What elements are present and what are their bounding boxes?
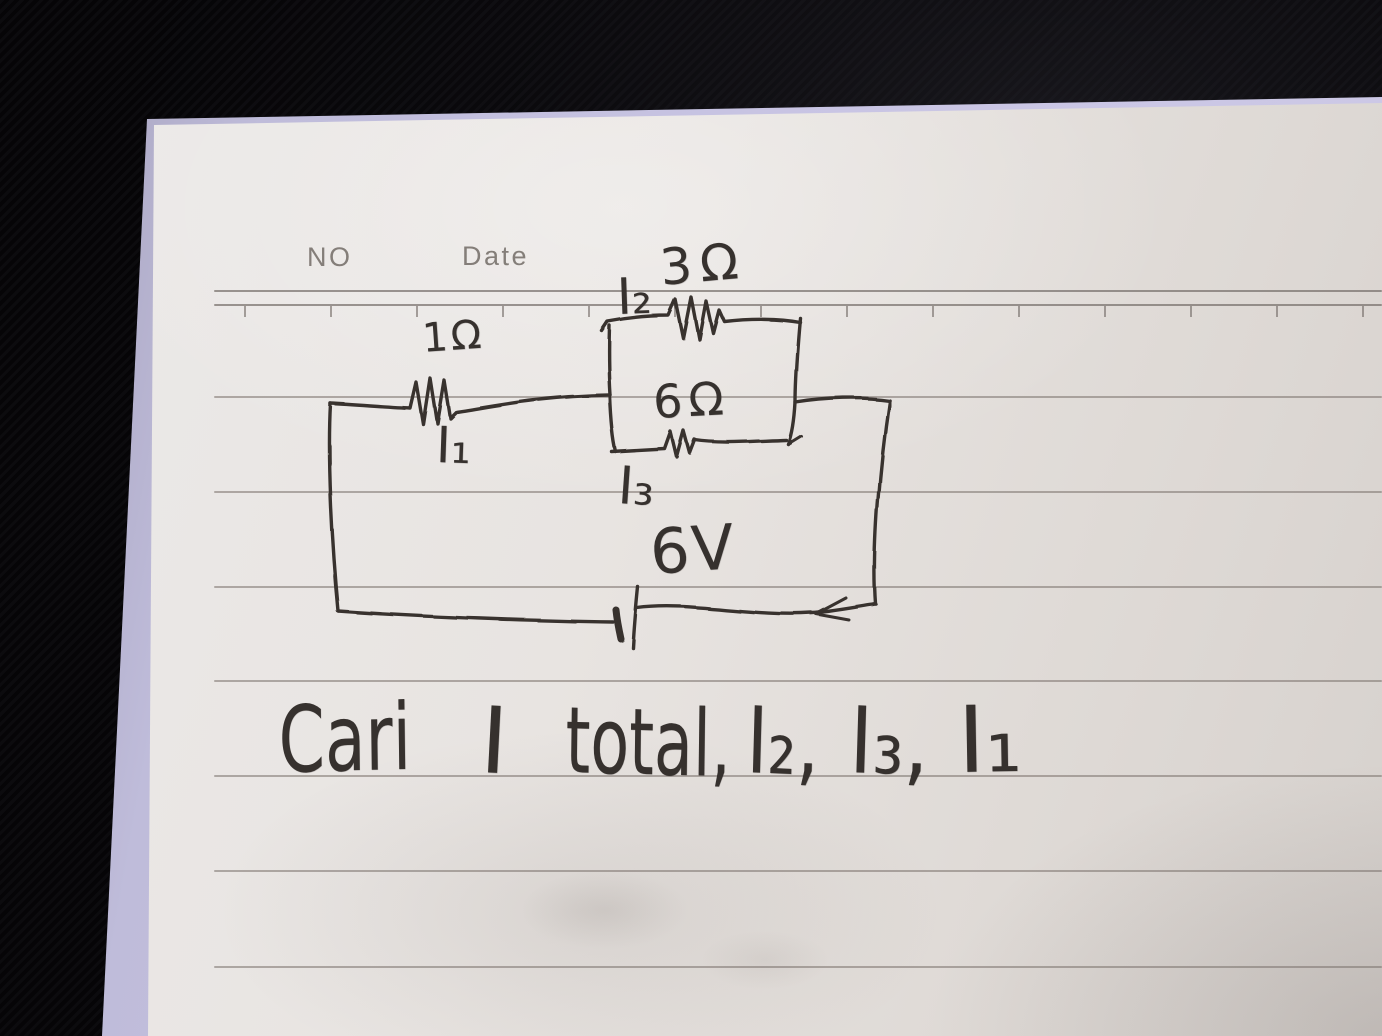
resistor-r3-value-label: 6Ω (651, 371, 731, 429)
rule-line (214, 966, 1382, 968)
printed-no-label: NO (307, 242, 353, 272)
rule-line (214, 586, 1382, 588)
battery-voltage-label: 6V (647, 510, 739, 589)
resistor-r2-zigzag (599, 295, 802, 341)
resistor-r3-zigzag (610, 429, 788, 459)
parallel-box-left-vertical (606, 323, 618, 454)
question-word-i3: I₃, (848, 687, 931, 798)
wire-bottom-right (635, 602, 878, 616)
battery-negative-plate (612, 606, 625, 643)
junction-barb (786, 434, 803, 446)
battery-positive-plate (631, 585, 640, 650)
question-word-total: total, (564, 687, 732, 799)
resistor-r2-value-label: 3Ω (657, 231, 749, 297)
resistor-r1-zigzag (328, 376, 612, 426)
wire-parallel-to-right (793, 395, 891, 404)
rule-line (214, 775, 1382, 777)
rule-line (214, 304, 1382, 306)
rule-tick-marks (244, 306, 1382, 317)
parallel-box-right-vertical (786, 316, 802, 446)
printed-date-label: Date (462, 241, 530, 271)
question-word-cari: Cari (277, 683, 412, 794)
rule-line (214, 491, 1382, 493)
rule-line (214, 290, 1382, 292)
current-arrow (814, 596, 851, 622)
wire-right-vertical (873, 398, 891, 606)
current-i3-label: I₃ (616, 456, 657, 519)
wire-bottom-left (336, 609, 615, 624)
rule-line (214, 680, 1382, 682)
question-word-i1: I₁ (956, 685, 1023, 794)
current-i2-label: I₂ (615, 266, 653, 326)
paper-smudge (700, 930, 830, 990)
current-i1-label: I₁ (435, 416, 472, 476)
question-word-i: I (477, 687, 511, 796)
rule-line (214, 396, 1382, 398)
resistor-r1-value-label: 1Ω (420, 311, 486, 362)
rule-line (214, 870, 1382, 872)
paper-smudge (520, 870, 690, 950)
wire-left-vertical (327, 401, 340, 613)
question-word-i2: I₂, (745, 687, 821, 798)
